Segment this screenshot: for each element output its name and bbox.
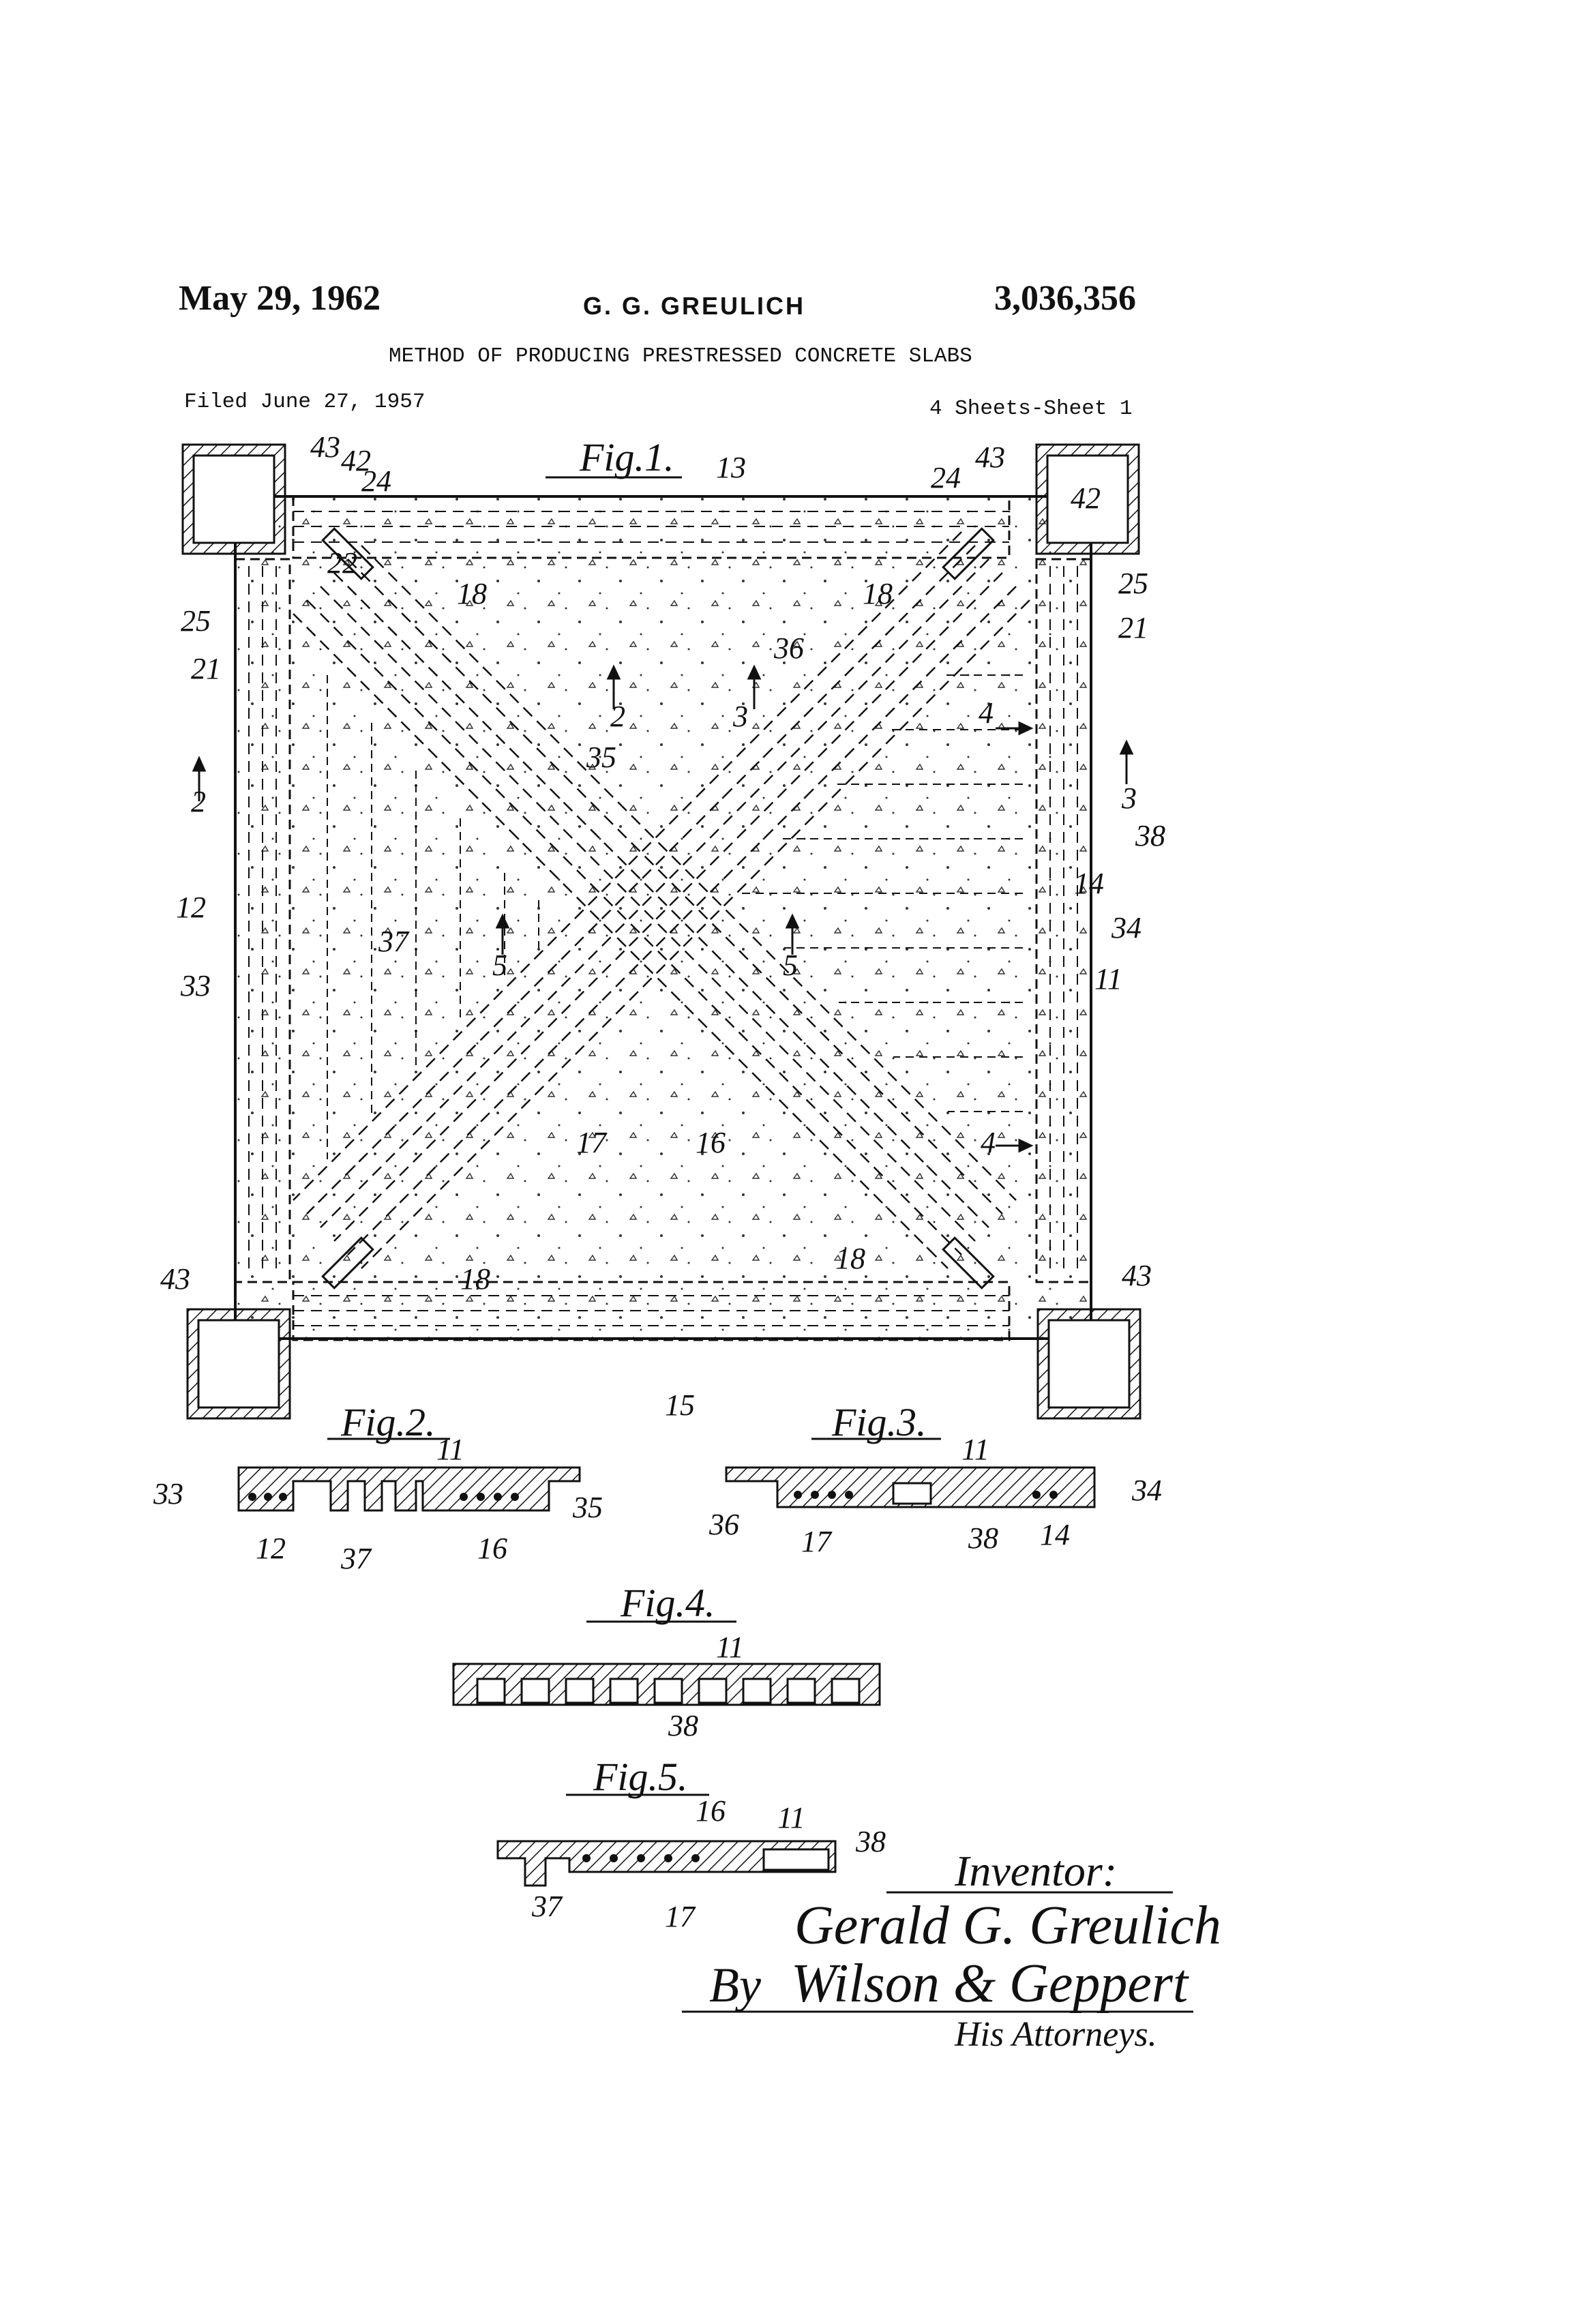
label-12: 12 — [176, 891, 206, 924]
fig3-title: Fig.3. — [831, 1400, 927, 1444]
attorneys-signature: Wilson & Geppert — [791, 1954, 1189, 2014]
inventor-label: Inventor: — [954, 1847, 1117, 1895]
fig4-label-38: 38 — [668, 1709, 698, 1742]
label-18-tl: 18 — [457, 577, 487, 610]
label-5-a: 5 — [492, 949, 507, 982]
by-label: By — [709, 1958, 761, 2012]
label-42-tr: 42 — [1071, 481, 1101, 515]
label-35: 35 — [586, 741, 616, 774]
label-2-a: 2 — [610, 700, 625, 733]
fig2-label-37: 37 — [340, 1542, 372, 1575]
attorneys-label: His Attorneys. — [954, 2015, 1157, 2054]
fig3-label-11: 11 — [961, 1433, 989, 1466]
label-25-r: 25 — [1118, 567, 1148, 600]
label-14: 14 — [1074, 867, 1104, 900]
fig3-label-34: 34 — [1131, 1474, 1162, 1507]
fig5-title: Fig.5. — [593, 1755, 688, 1799]
label-16: 16 — [696, 1126, 726, 1159]
label-34: 34 — [1111, 911, 1141, 944]
label-2-b: 2 — [191, 785, 206, 818]
label-17: 17 — [576, 1126, 608, 1159]
fig2-section — [239, 1468, 580, 1510]
label-36: 36 — [773, 631, 804, 665]
label-18-tr: 18 — [863, 577, 893, 610]
fig2-title: Fig.2. — [340, 1400, 436, 1444]
label-18-br: 18 — [835, 1242, 865, 1275]
label-24-tr: 24 — [931, 461, 961, 494]
label-21-l: 21 — [191, 652, 221, 685]
label-22: 22 — [327, 546, 357, 580]
fig2-label-35: 35 — [572, 1491, 603, 1524]
label-5-b: 5 — [783, 949, 798, 982]
fig1-title: Fig.1. — [579, 435, 674, 479]
label-15: 15 — [665, 1388, 695, 1422]
label-38: 38 — [1135, 819, 1165, 852]
fig3-label-36: 36 — [708, 1508, 739, 1541]
label-37: 37 — [378, 925, 410, 958]
fig2-label-11: 11 — [436, 1433, 464, 1466]
fig5-label-37: 37 — [531, 1890, 563, 1923]
fig4-title: Fig.4. — [620, 1581, 715, 1625]
label-25-l: 25 — [181, 604, 211, 638]
fig5-label-16: 16 — [696, 1794, 726, 1828]
label-18-bl: 18 — [460, 1262, 490, 1296]
signature-block: Inventor: Gerald G. Greulich By Wilson &… — [682, 1847, 1221, 2054]
figure-1 — [235, 496, 1091, 1340]
label-43-tl: 43 — [310, 430, 340, 464]
label-43-bl: 43 — [160, 1262, 190, 1296]
label-4-b: 4 — [981, 1126, 996, 1159]
figure-3: Fig.3. 11 34 36 17 38 14 — [708, 1400, 1162, 1558]
label-4-a: 4 — [979, 696, 994, 730]
label-21-r: 21 — [1118, 611, 1148, 644]
fig5-label-17: 17 — [665, 1900, 696, 1933]
label-24-tl: 24 — [361, 464, 391, 498]
figure-4: Fig.4. 11 38 — [453, 1581, 880, 1742]
label-3-b: 3 — [1121, 781, 1137, 815]
fig3-label-38: 38 — [968, 1521, 998, 1555]
fig4-label-11: 11 — [716, 1630, 744, 1664]
fig2-label-16: 16 — [477, 1532, 507, 1565]
inventor-signature: Gerald G. Greulich — [794, 1896, 1221, 1956]
fig5-label-11: 11 — [777, 1801, 805, 1834]
fig3-label-14: 14 — [1040, 1518, 1070, 1551]
figure-2: Fig.2. 33 11 35 12 37 16 — [153, 1400, 603, 1575]
fig3-label-17: 17 — [801, 1525, 833, 1558]
label-33: 33 — [180, 969, 211, 1002]
fig2-label-12: 12 — [256, 1532, 286, 1565]
label-11: 11 — [1094, 962, 1122, 996]
label-43-br: 43 — [1122, 1259, 1152, 1292]
label-13: 13 — [716, 451, 746, 484]
fig2-label-33: 33 — [153, 1477, 183, 1510]
fig5-label-38: 38 — [855, 1825, 886, 1858]
label-3-a: 3 — [732, 700, 748, 733]
label-43-tr: 43 — [975, 441, 1005, 474]
